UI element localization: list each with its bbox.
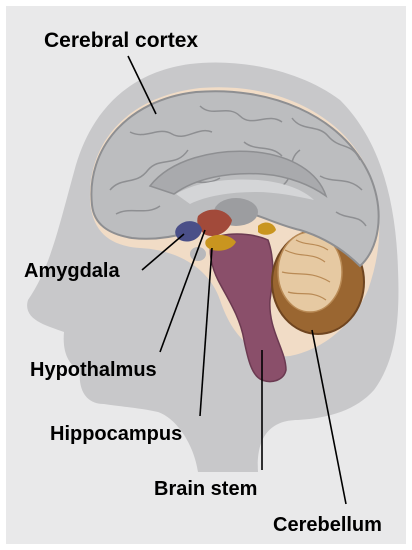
label-brain-stem: Brain stem (154, 478, 257, 500)
label-cerebellum: Cerebellum (273, 514, 382, 536)
label-amygdala: Amygdala (24, 260, 120, 282)
label-hippocampus: Hippocampus (50, 423, 182, 445)
label-hypothalmus: Hypothalmus (30, 359, 157, 381)
label-cerebral-cortex: Cerebral cortex (44, 29, 198, 52)
